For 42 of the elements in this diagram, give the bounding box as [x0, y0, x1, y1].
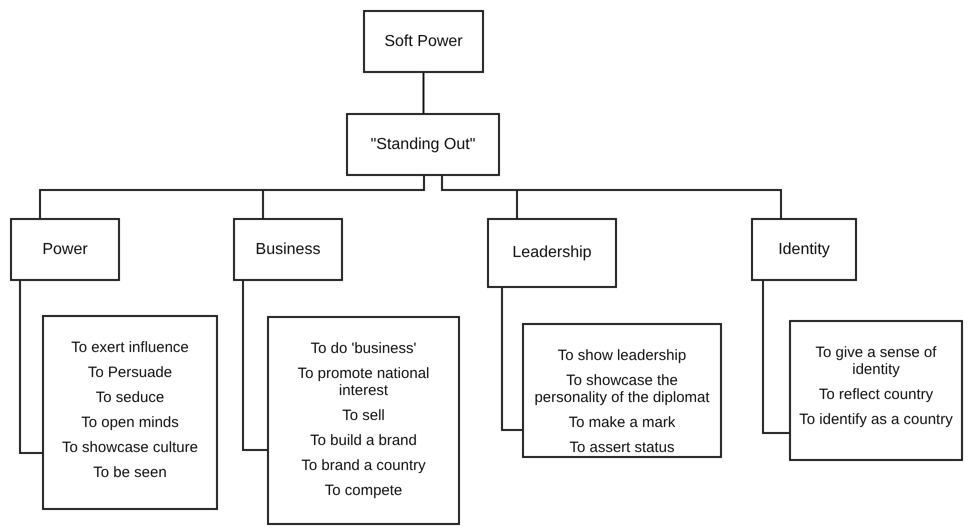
- box-label: Leadership: [512, 244, 592, 262]
- list-item: To showcase culture: [61, 439, 199, 456]
- list-item: To showcase the personality of the diplomat: [533, 372, 711, 406]
- category-box: [487, 218, 617, 288]
- connector-line: [441, 176, 782, 218]
- list-item: To build a brand: [309, 432, 418, 449]
- box-label: "Standing Out": [370, 136, 476, 154]
- connector-line: [262, 176, 425, 218]
- list-box: [267, 316, 460, 525]
- category-box: [233, 218, 343, 281]
- list-item: To be seen: [92, 464, 168, 481]
- list-item: To do 'business': [310, 340, 418, 357]
- connector-line: [422, 73, 424, 113]
- list-item: To identify as a country: [798, 411, 954, 428]
- category-box: [10, 218, 120, 281]
- list-item: To give a sense of identity: [814, 344, 938, 378]
- box-label: Business: [256, 240, 320, 258]
- category-box: [751, 218, 857, 281]
- list-item: To sell: [341, 407, 386, 424]
- list-box: [42, 315, 218, 510]
- list-item: To brand a country: [300, 457, 427, 474]
- list-item: To assert status: [568, 439, 676, 456]
- list-item: To open minds: [80, 414, 180, 431]
- list-box: [522, 323, 722, 458]
- category-box: [363, 10, 484, 73]
- connector-line: [242, 281, 267, 451]
- list-item: To reflect country: [818, 386, 934, 403]
- connector-line: [19, 281, 42, 454]
- category-box: [346, 113, 500, 176]
- list-item: To seduce: [94, 389, 166, 406]
- list-item: To make a mark: [568, 414, 676, 431]
- connector-line: [501, 288, 522, 431]
- list-box: [789, 320, 963, 461]
- list-item: To promote national interest: [296, 365, 430, 399]
- list-item: To Persuade: [86, 364, 174, 381]
- list-item: To exert influence: [70, 339, 190, 356]
- list-item: To show leadership: [556, 347, 688, 364]
- box-label: Power: [42, 240, 88, 258]
- connector-line: [762, 281, 789, 434]
- box-label: Identity: [778, 240, 830, 258]
- box-label: Soft Power: [384, 32, 463, 50]
- list-item: To compete: [324, 482, 404, 499]
